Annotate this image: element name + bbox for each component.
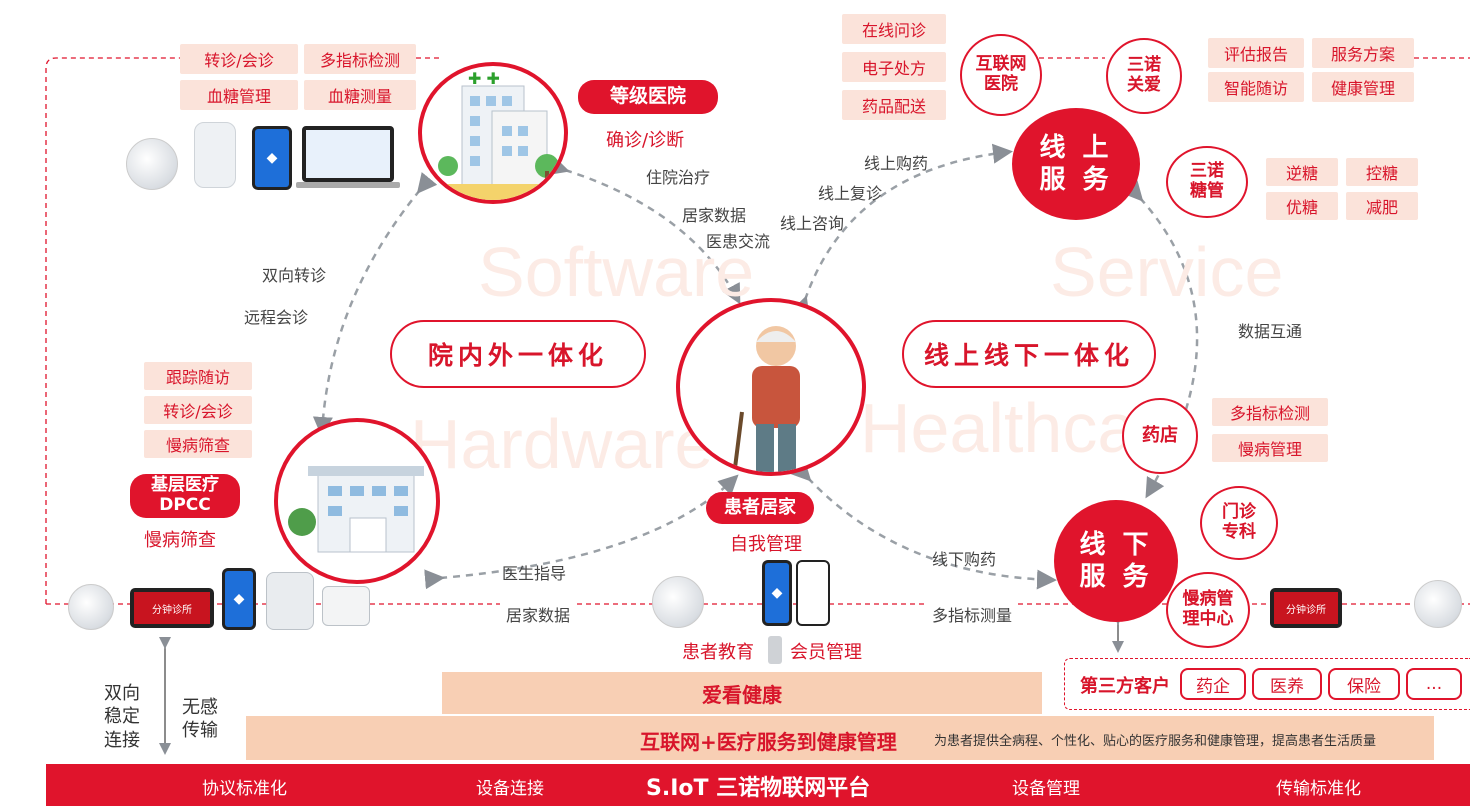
home-badge: 患者居家: [706, 492, 814, 524]
svg-text:✚ ✚: ✚ ✚: [468, 69, 500, 88]
label-hospitalization: 住院治疗: [646, 168, 711, 187]
home-sub: 自我管理: [730, 534, 802, 555]
phone-icon-center-b: [796, 560, 830, 626]
sannuo-care-circle: 三诺 关爱: [1106, 38, 1182, 114]
third-party-label: 第三方客户: [1080, 676, 1170, 697]
patient-illustration: [676, 298, 866, 476]
stable-connection-label: 双向 稳定 连接: [104, 683, 140, 751]
bottom-item-connect: 设备连接: [476, 779, 544, 799]
glucose-meter-disk-icon: [126, 138, 178, 190]
internet-hospital-circle: 互联网 医院: [960, 34, 1042, 116]
meter-disk-icon-left: [68, 584, 114, 630]
tag-glucose-measure: 血糖测量: [304, 80, 416, 110]
tag-drug-delivery: 药品配送: [842, 90, 946, 120]
third-party-box: [1064, 658, 1470, 710]
label-doctor-patient: 医患交流: [706, 232, 771, 251]
hospital-badge: 等级医院: [578, 80, 718, 114]
phone-icon-left: ◆: [222, 568, 256, 630]
label-revisit-online: 线上复诊: [818, 184, 883, 203]
internet-health-bar: 互联网+医疗服务到健康管理 为患者提供全病程、个性化、贴心的医疗服务和健康管理，…: [246, 716, 1434, 760]
hospital-sub: 确诊/诊断: [606, 130, 685, 151]
watermark-software: Software: [478, 233, 755, 311]
tag-control-sugar: 控糖: [1346, 158, 1418, 186]
tag-pharmacy-chronic: 慢病管理: [1212, 434, 1328, 462]
tag-optimize-sugar: 优糖: [1266, 192, 1338, 220]
patient-education: 患者教育: [682, 642, 754, 663]
tag-glucose-mgmt: 血糖管理: [180, 80, 298, 110]
label-buy-online: 线上购药: [864, 154, 929, 173]
primary-care-badge: 基层医疗 DPCC: [130, 474, 240, 518]
printer-icon: [322, 586, 370, 626]
tag-online-consult: 在线问诊: [842, 14, 946, 44]
analyzer-device-icon: [194, 122, 236, 188]
double-arrow-icon: [768, 636, 782, 664]
laptop-icon: [302, 126, 394, 182]
analyzer-icon-left: [266, 572, 314, 630]
tag-e-prescription: 电子处方: [842, 52, 946, 82]
tag-referral: 转诊/会诊: [180, 44, 298, 74]
tag-service-plan: 服务方案: [1312, 38, 1414, 68]
tag-tracking-followup: 跟踪随访: [144, 362, 252, 390]
label-multi-measure: 多指标测量: [926, 602, 1019, 626]
chronic-center-circle: 慢病管 理中心: [1166, 572, 1250, 648]
tag-health-mgmt: 健康管理: [1312, 72, 1414, 102]
primary-care-sub: 慢病筛查: [144, 530, 216, 551]
tag-screening-left: 慢病筛查: [144, 430, 252, 458]
client-pharma: 药企: [1180, 668, 1246, 700]
tag-pharmacy-multi: 多指标检测: [1212, 398, 1328, 426]
meter-disk-icon-center: [652, 576, 704, 628]
seamless-transfer-label: 无感 传输: [182, 697, 218, 742]
tag-smart-followup: 智能随访: [1208, 72, 1304, 102]
bottom-title: S.IoT 三诺物联网平台: [646, 776, 871, 801]
online-service-circle: 线 上 服 务: [1012, 108, 1140, 220]
internet-health-title: 互联网+医疗服务到健康管理: [640, 730, 897, 754]
aikan-health-bar: 爱看健康: [442, 672, 1042, 714]
phone-icon-center-a: ◆: [762, 560, 792, 626]
label-consult-online: 线上咨询: [780, 214, 845, 233]
client-more: ...: [1406, 668, 1462, 700]
tag-weight-loss: 减肥: [1346, 192, 1418, 220]
client-insurance: 保险: [1328, 668, 1400, 700]
label-two-way-referral: 双向转诊: [262, 266, 327, 285]
label-data-interop: 数据互通: [1238, 322, 1303, 341]
tag-reverse-sugar: 逆糖: [1266, 158, 1338, 186]
integration-pill-right: 线上线下一体化: [902, 320, 1156, 388]
integration-pill-left: 院内外一体化: [390, 320, 646, 388]
label-buy-offline: 线下购药: [932, 550, 997, 569]
tag-assessment: 评估报告: [1208, 38, 1304, 68]
pharmacy-circle: 药店: [1122, 398, 1198, 474]
outpatient-circle: 门诊 专科: [1200, 486, 1278, 560]
tablet-left-icon: 分钟诊所: [130, 588, 214, 628]
tag-multi-index: 多指标检测: [304, 44, 416, 74]
meter-disk-icon-right: [1414, 580, 1462, 628]
bottom-item-manage: 设备管理: [1012, 779, 1080, 799]
watermark-service: Service: [1050, 233, 1284, 311]
sannuo-sugar-circle: 三诺 糖管: [1166, 146, 1248, 218]
clinic-building-illustration: [274, 418, 440, 584]
iot-platform-bar: 协议标准化 设备连接 S.IoT 三诺物联网平台 设备管理 传输标准化: [46, 764, 1470, 806]
label-home-data-bottom: 居家数据: [500, 602, 577, 626]
bottom-item-transfer: 传输标准化: [1276, 779, 1361, 799]
bottom-item-protocol: 协议标准化: [202, 779, 287, 799]
membership-mgmt: 会员管理: [790, 642, 862, 663]
internet-health-desc: 为患者提供全病程、个性化、贴心的医疗服务和健康管理，提高患者生活质量: [934, 734, 1377, 749]
label-remote-consult: 远程会诊: [244, 308, 309, 327]
tablet-right-icon: 分钟诊所: [1270, 588, 1342, 628]
offline-service-circle: 线 下 服 务: [1054, 500, 1178, 622]
client-eldercare: 医养: [1252, 668, 1322, 700]
label-doctor-guide: 医生指导: [502, 564, 567, 583]
label-home-data-top: 居家数据: [682, 206, 747, 225]
phone-icon: ◆: [252, 126, 292, 190]
watermark-hardware: Hardware: [410, 405, 714, 483]
laptop-base-icon: [296, 182, 400, 188]
tag-referral-left: 转诊/会诊: [144, 396, 252, 424]
hospital-illustration: ✚ ✚: [418, 62, 568, 204]
